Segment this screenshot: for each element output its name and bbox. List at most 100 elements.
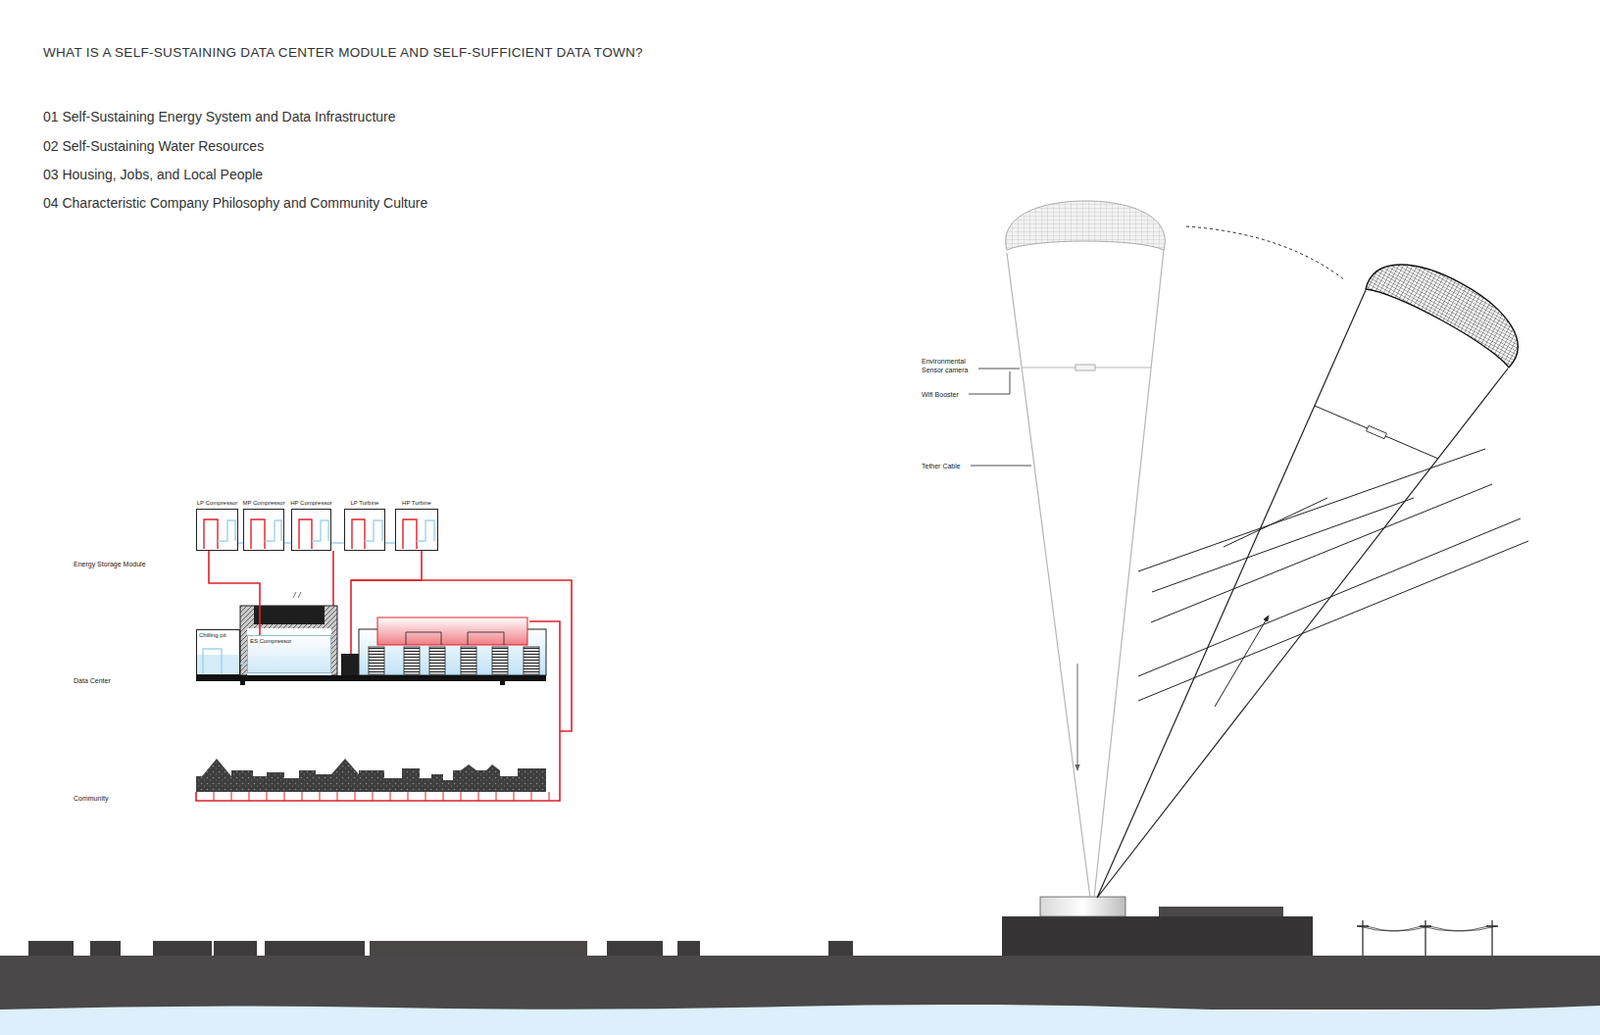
wind-lines	[1223, 498, 1328, 548]
swing-arc	[1186, 226, 1346, 281]
cold-pipe	[416, 520, 435, 542]
chamber-box: Chilling pit	[196, 629, 241, 676]
wind-lines	[1138, 518, 1521, 677]
kite-canopy	[1005, 200, 1166, 250]
callout-label: Tether Cable	[921, 461, 961, 471]
chamber-box: ES Compressor	[247, 635, 332, 674]
ground-buildings	[369, 941, 588, 956]
chamber	[247, 628, 332, 676]
leader-line	[970, 465, 1032, 467]
callout-label: Wifi Booster	[921, 390, 959, 400]
cold-pipe-connector	[385, 542, 396, 545]
ground-buildings	[606, 941, 663, 956]
cold-pipe	[264, 520, 282, 542]
motion-arrow	[1077, 663, 1079, 771]
ground-buildings	[28, 941, 74, 956]
leader-line	[968, 371, 1010, 395]
module-box: MP Compressor	[243, 508, 285, 551]
footing	[240, 681, 246, 686]
hot-pipe	[250, 519, 265, 550]
heat-lines	[196, 550, 572, 801]
cold-pipe-connector	[331, 542, 345, 545]
server-rack	[368, 647, 540, 675]
server-rack	[460, 647, 477, 675]
sensor-box	[1075, 364, 1096, 371]
server-rack	[429, 647, 446, 675]
ground-buildings	[213, 941, 257, 956]
module-pipes	[203, 519, 435, 550]
launch-station	[1001, 916, 1313, 956]
list-item: 04 Characteristic Company Philosophy and…	[43, 195, 428, 211]
box-heading: LP Turbine	[350, 500, 380, 507]
module-box: HP Turbine	[395, 508, 439, 551]
water-band	[0, 1004, 1600, 1035]
sensor-box	[1366, 425, 1388, 439]
vent-mark	[293, 592, 301, 599]
tether-cable	[1097, 290, 1508, 899]
cold-pipe-connector	[284, 542, 292, 545]
list-item: 01 Self-Sustaining Energy System and Dat…	[43, 108, 397, 125]
ground-buildings	[28, 941, 853, 956]
data-center-building	[196, 592, 547, 686]
row-label: Data Center	[73, 676, 111, 686]
wind-lines	[1138, 541, 1529, 701]
server-rack	[492, 647, 508, 675]
hot-pipe	[299, 519, 312, 550]
crossbar	[1314, 405, 1439, 459]
kite-canopy	[1364, 244, 1535, 369]
cold-pipe-connector	[240, 662, 248, 665]
list-item: 03 Housing, Jobs, and Local People	[43, 166, 263, 183]
hot-aisle	[377, 617, 528, 646]
list-item: 02 Self-Sustaining Water Resources	[43, 138, 264, 154]
server-rack	[368, 647, 385, 675]
wind-lines	[1138, 449, 1529, 701]
box-label: Chilling pit	[199, 632, 227, 640]
ground-buildings	[90, 941, 121, 956]
power-line	[1356, 920, 1499, 956]
leader-line	[968, 368, 1032, 466]
ground-buildings	[152, 941, 212, 956]
cold-pipe	[202, 649, 222, 674]
hot-pipe	[196, 621, 560, 801]
hot-pipe	[350, 580, 572, 732]
hot-pipe	[203, 519, 218, 550]
kite-tilted	[1097, 244, 1535, 899]
server-rack	[523, 647, 540, 675]
hot-pipe	[402, 519, 417, 550]
ground-buildings	[677, 941, 700, 956]
box-heading: HP Compressor	[290, 500, 333, 507]
community-skyline	[196, 758, 547, 793]
wind-lines	[1138, 449, 1486, 572]
winch-drum	[1040, 897, 1126, 917]
cold-pipe	[217, 520, 236, 542]
roof-unit	[1158, 906, 1284, 917]
power-line	[1358, 926, 1497, 932]
box-label: ES Compressor	[250, 638, 292, 646]
server-rack	[403, 647, 420, 675]
footing	[500, 681, 505, 686]
pump-block	[341, 653, 359, 676]
module-box: LP Turbine	[344, 508, 386, 551]
storage-tank	[253, 605, 325, 625]
wind-lines	[1151, 498, 1414, 593]
box-heading: HP Turbine	[401, 500, 432, 507]
cold-pipe	[364, 520, 383, 542]
base-slab	[196, 675, 547, 682]
box-heading: LP Compressor	[197, 500, 239, 507]
module-box: LP Compressor	[196, 508, 239, 551]
hot-pipe	[351, 519, 365, 550]
callout-label: Environmental Sensor camera	[921, 356, 975, 375]
hot-pipe-connector	[208, 550, 260, 636]
cold-pipe	[311, 520, 329, 542]
motion-arrow	[1214, 615, 1269, 707]
insulated-wall	[240, 605, 338, 676]
kite-upright	[1005, 200, 1166, 899]
house-feed	[213, 792, 550, 801]
wind-lines	[1150, 484, 1493, 623]
box-heading: MP Compressor	[242, 500, 285, 507]
leader-line	[978, 368, 1020, 370]
row-label: Energy Storage Module	[73, 559, 147, 569]
